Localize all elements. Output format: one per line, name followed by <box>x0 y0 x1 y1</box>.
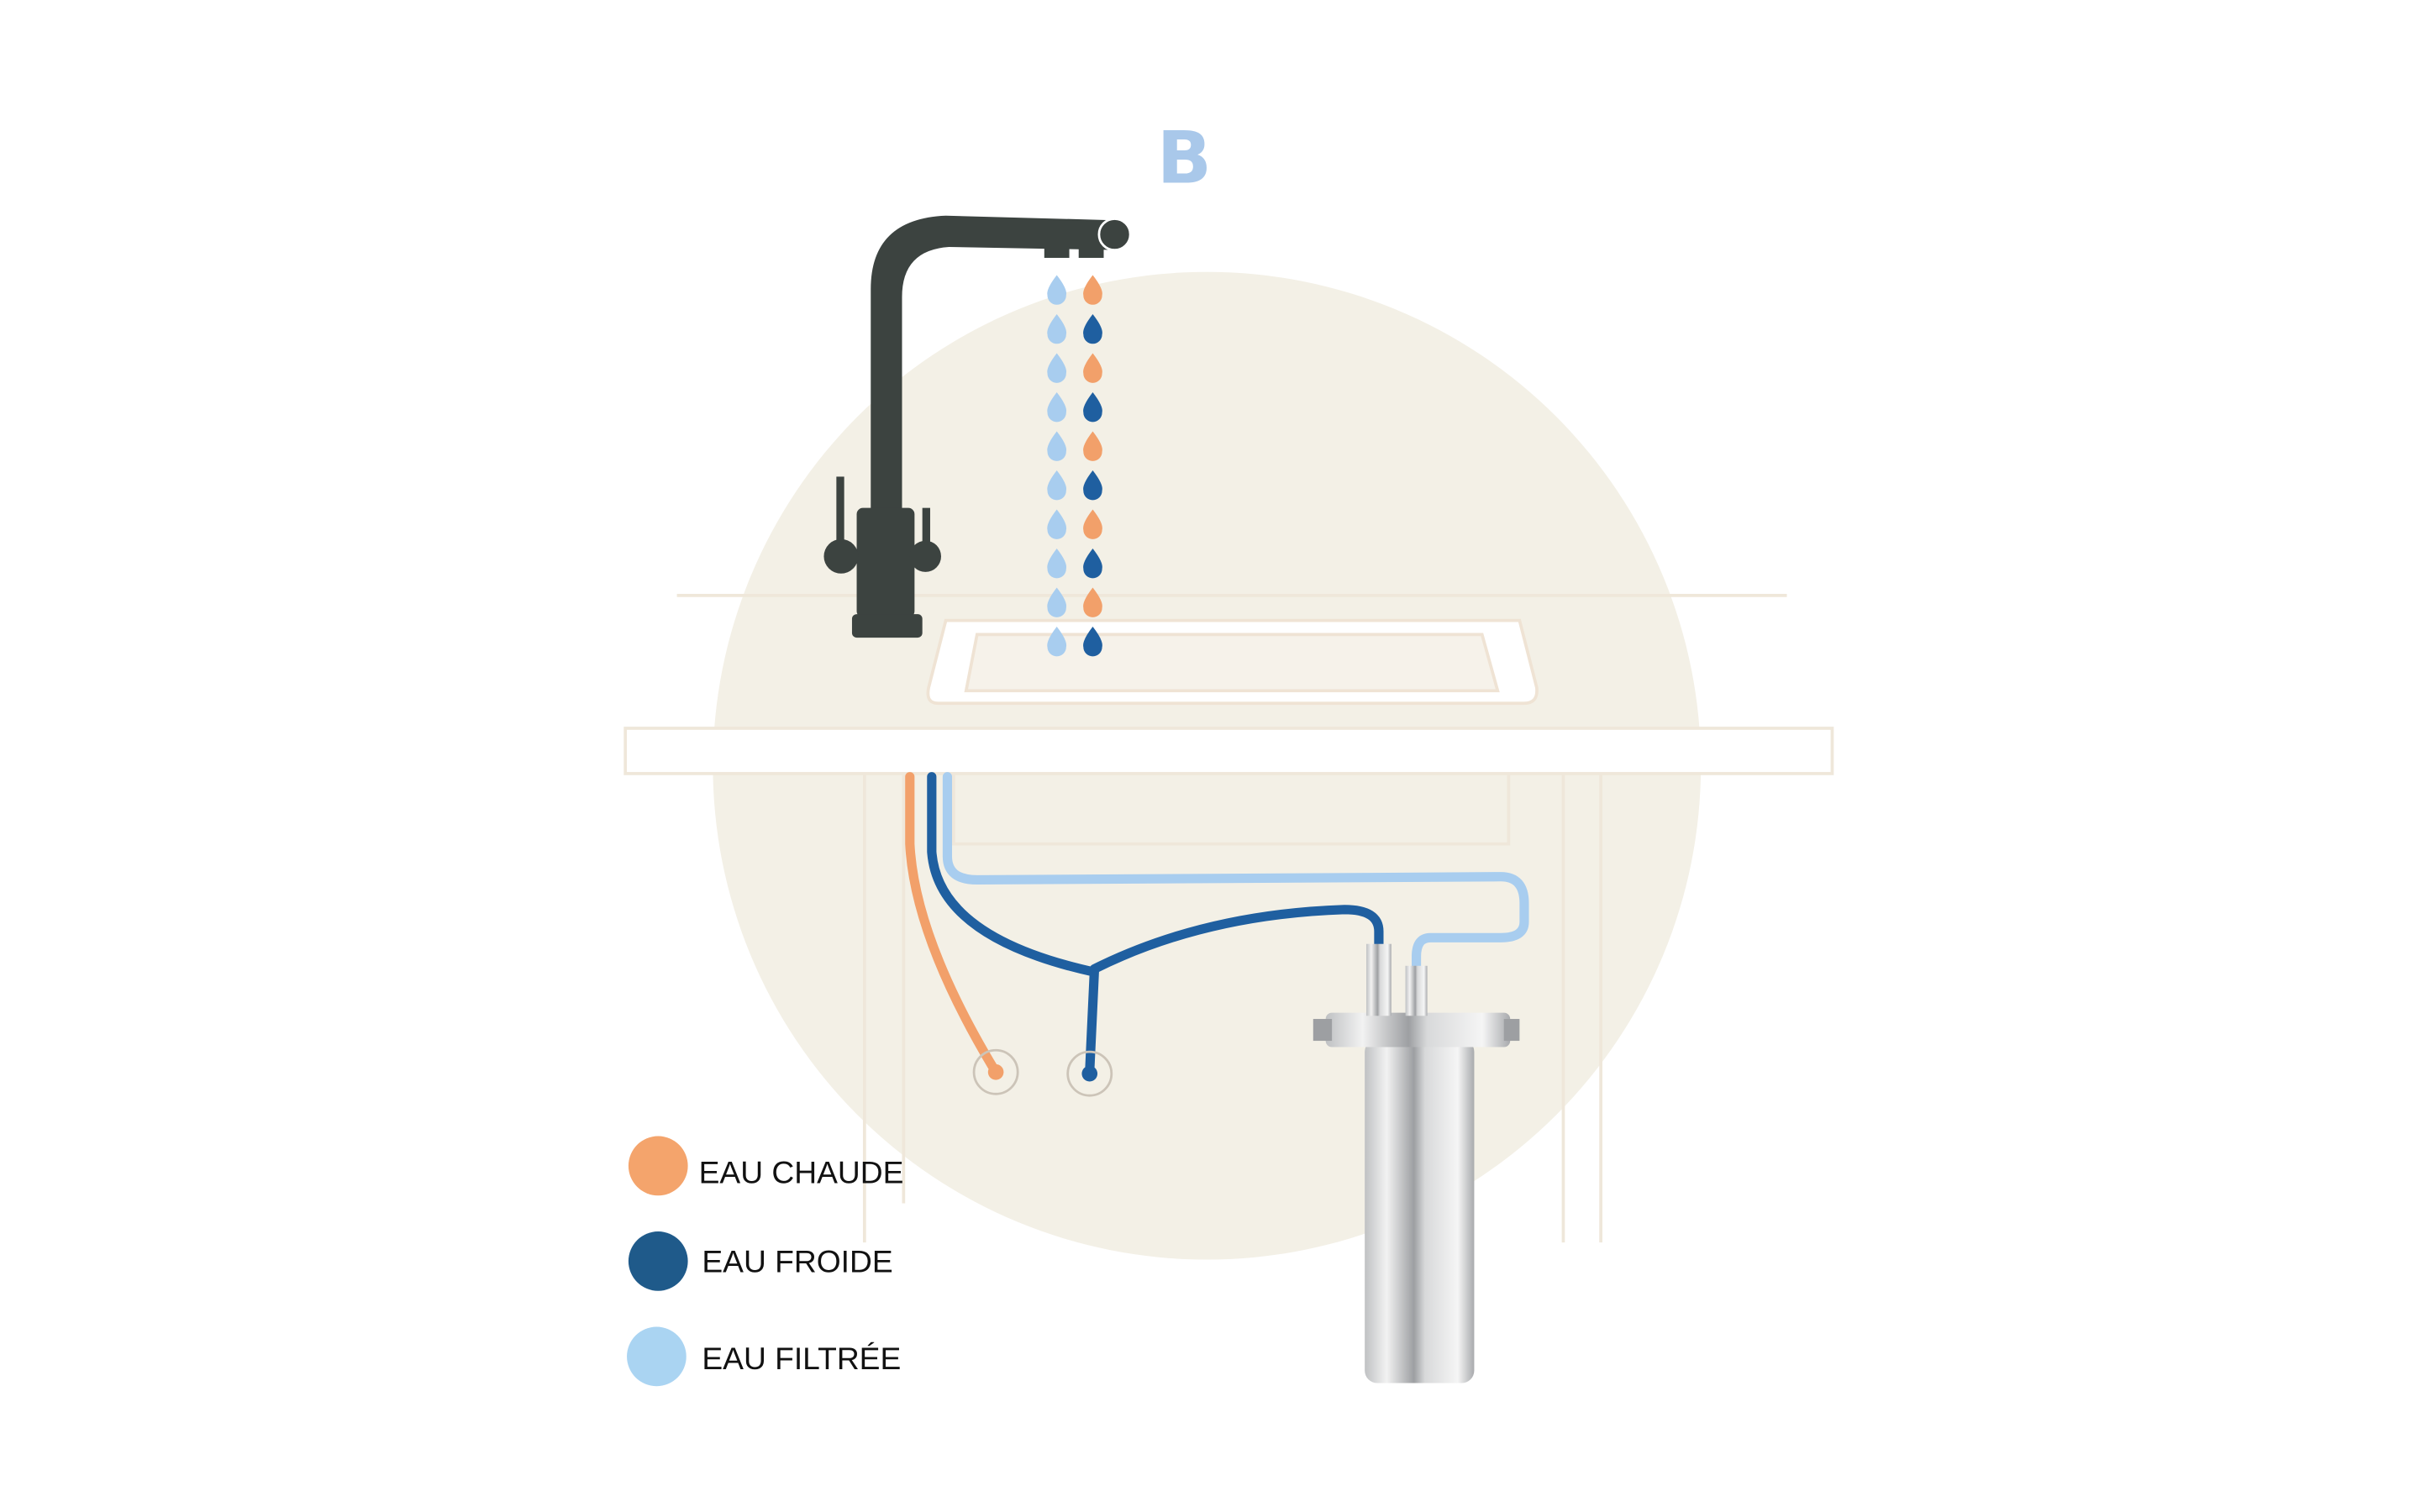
sink <box>926 618 1539 706</box>
filtered-water-drop-icon <box>1047 509 1067 539</box>
hot-water-drop-icon <box>1083 275 1102 305</box>
filtered-water-drop-icon <box>1047 587 1067 617</box>
faucet <box>823 215 1132 638</box>
filtered-water-drop-icon <box>1047 313 1067 344</box>
legend-swatch-filtered <box>627 1326 687 1387</box>
cold-valve-dot <box>1081 1065 1098 1082</box>
cold-water-drop-icon <box>1083 627 1102 657</box>
hot-water-pipe <box>905 772 1001 1077</box>
cold-water-drop-icon <box>1083 470 1102 501</box>
svg-text:EAU FILTRÉE: EAU FILTRÉE <box>702 1341 901 1376</box>
filtered-water-drop-icon <box>1047 275 1067 305</box>
wall-valves <box>972 1048 1113 1097</box>
legend-swatch-cold <box>628 1231 688 1291</box>
filtered-water-drop-icon <box>1047 470 1067 501</box>
filtered-water-drop-icon <box>1047 431 1067 461</box>
hot-water-drop-icon <box>1083 587 1102 617</box>
hot-water-drop-icon <box>1083 431 1102 461</box>
cold-water-drop-icon <box>1083 549 1102 579</box>
hot-water-drop-icon <box>1083 509 1102 539</box>
hot-water-drop-icon <box>1083 353 1102 383</box>
cabinet <box>862 773 1602 1243</box>
legend: EAU CHAUDE EAU FROIDE EAU FILTRÉE <box>627 1136 904 1387</box>
cold-water-branch <box>1089 905 1384 974</box>
water-drops <box>1047 275 1102 657</box>
pipes <box>905 772 1529 1077</box>
filtered-water-drop-icon <box>1047 627 1067 657</box>
cold-water-drop-icon <box>1083 391 1102 423</box>
diagram-label: B <box>1157 118 1212 201</box>
legend-item-cold: EAU FROIDE <box>628 1231 893 1291</box>
filtered-water-drop-icon <box>1047 353 1067 383</box>
legend-item-hot: EAU CHAUDE <box>628 1136 904 1196</box>
legend-item-filtered: EAU FILTRÉE <box>627 1326 901 1387</box>
cold-water-drop-icon <box>1083 313 1102 344</box>
hot-valve-dot <box>987 1063 1004 1080</box>
cold-water-pipe <box>927 772 1100 1077</box>
filtered-water-drop-icon <box>1047 391 1067 423</box>
svg-text:EAU CHAUDE: EAU CHAUDE <box>699 1154 904 1189</box>
filtered-water-drop-icon <box>1047 549 1067 579</box>
water-filter <box>1313 943 1520 1383</box>
svg-text:EAU FROIDE: EAU FROIDE <box>702 1243 892 1278</box>
filtered-water-pipe <box>942 772 1529 977</box>
countertop <box>623 593 1834 775</box>
legend-swatch-hot <box>628 1136 688 1196</box>
